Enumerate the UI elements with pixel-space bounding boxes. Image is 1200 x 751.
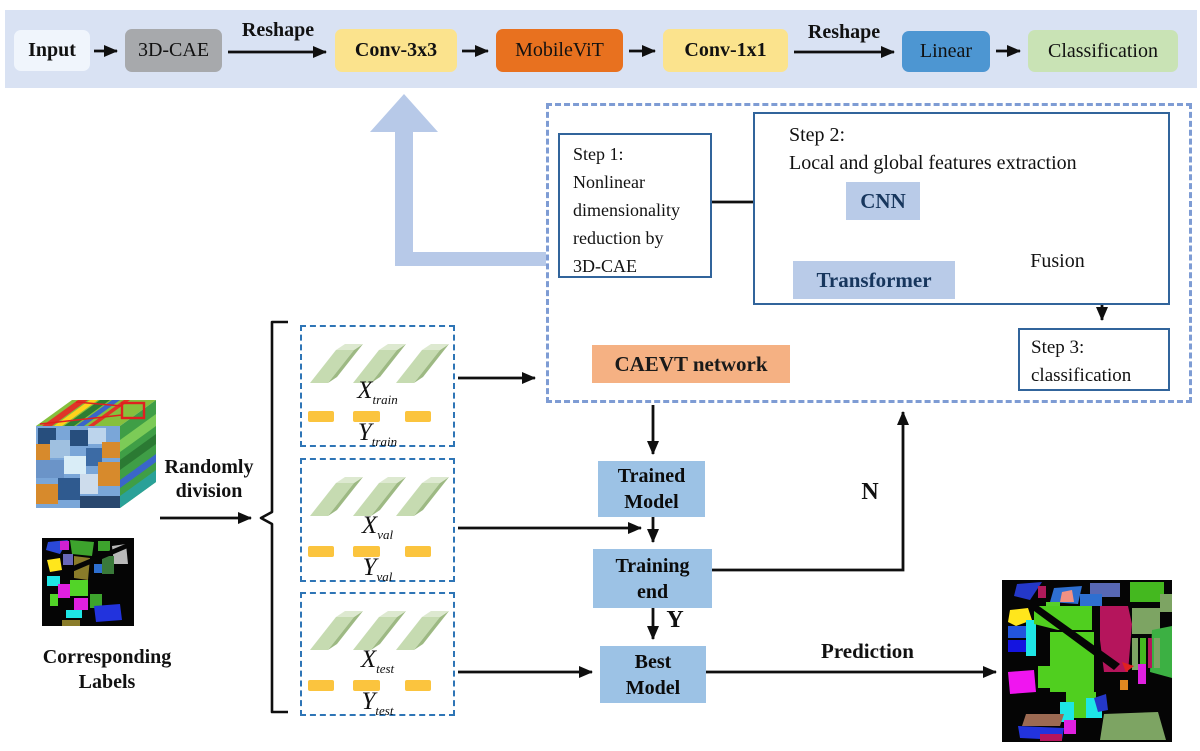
node-input-label: Input	[28, 39, 76, 61]
ground-truth-map-image	[42, 538, 134, 626]
y-test-label: Ytest	[302, 688, 453, 719]
x-test-label: Xtest	[302, 646, 453, 677]
cnn-label: CNN	[860, 188, 906, 213]
corresponding-line: Corresponding	[42, 646, 172, 668]
yellow-bar	[308, 680, 334, 691]
randomly-division-label: Randomly division	[145, 455, 273, 503]
step2-title: Step 2:	[789, 124, 846, 146]
trained-model-line: Model	[624, 491, 679, 513]
branch-yes-label: Y	[666, 607, 684, 633]
node-conv3x3-label: Conv-3x3	[354, 39, 438, 61]
x-symbol: X	[361, 512, 378, 539]
yellow-bar	[353, 411, 380, 422]
x-subscript: val	[377, 527, 394, 542]
y-train-label: Ytrain	[302, 419, 453, 450]
training-end-line: Training	[615, 554, 690, 577]
best-model-box: Best Model	[600, 646, 706, 703]
train-bars	[302, 411, 453, 422]
y-subscript: test	[375, 703, 394, 718]
step1-line: dimensionality	[573, 200, 680, 221]
best-model-line: Model	[625, 676, 681, 699]
test-cubes	[310, 611, 449, 650]
step1-box: Step 1: Nonlinear dimensionality reducti…	[558, 133, 712, 278]
yellow-bar	[353, 546, 380, 557]
step3-title: Step 3:	[1031, 337, 1085, 358]
train-cubes	[310, 344, 449, 383]
val-set-box: Xval Yval	[300, 458, 455, 585]
yellow-bar	[405, 680, 431, 691]
node-conv3x3: Conv-3x3	[335, 29, 457, 72]
y-symbol: Y	[357, 419, 372, 446]
test-bars	[302, 680, 453, 691]
cnn-box: CNN	[846, 182, 920, 220]
yellow-bar	[405, 546, 431, 557]
best-model-line: Best	[634, 650, 672, 673]
fusion-label: Fusion	[1030, 250, 1085, 272]
x-subscript: test	[376, 661, 395, 676]
val-cubes	[310, 477, 449, 516]
node-conv1x1-label: Conv-1x1	[684, 39, 767, 61]
y-subscript: train	[371, 434, 398, 449]
y-symbol: Y	[361, 688, 376, 715]
labels-line: Labels	[78, 671, 136, 693]
randomly-line: Randomly	[164, 456, 254, 478]
reshape-label-2: Reshape	[807, 21, 881, 43]
x-symbol: X	[360, 646, 377, 673]
big-feed-arrow	[370, 94, 546, 266]
node-classification: Classification	[1028, 30, 1178, 72]
transformer-label: Transformer	[816, 267, 932, 292]
training-end-line: end	[636, 580, 669, 603]
node-linear: Linear	[902, 31, 990, 72]
caevt-network-label: CAEVT network	[614, 351, 768, 376]
train-set-box: Xtrain Ytrain	[300, 325, 455, 450]
step1-line: reduction by	[573, 228, 664, 249]
division-line: division	[175, 480, 243, 502]
node-conv1x1: Conv-1x1	[663, 29, 788, 72]
node-3dcae-label: 3D-CAE	[137, 39, 210, 61]
y-symbol: Y	[362, 554, 377, 581]
reshape-label-1: Reshape	[241, 19, 315, 41]
corresponding-labels-label: Corresponding Labels	[28, 645, 186, 695]
node-classification-label: Classification	[1048, 39, 1158, 62]
yellow-bar	[353, 680, 380, 691]
y-val-label: Yval	[302, 554, 453, 585]
test-set-box: Xtest Ytest	[300, 592, 455, 719]
trained-model-line: Trained	[617, 465, 686, 487]
x-val-label: Xval	[302, 512, 453, 543]
step2-subtitle: Local and global features extraction	[789, 152, 1077, 174]
x-train-label: Xtrain	[302, 377, 453, 408]
caevt-dashed-box	[546, 103, 1192, 403]
node-input: Input	[14, 30, 90, 71]
yellow-bar	[308, 546, 334, 557]
hyperspectral-cube-image	[36, 400, 156, 508]
x-symbol: X	[357, 377, 373, 404]
x-subscript: train	[372, 392, 398, 407]
yellow-bar	[308, 411, 334, 422]
step3-subtitle: classification	[1031, 364, 1132, 386]
trained-model-box: Trained Model	[598, 461, 705, 517]
branch-no-label: N	[861, 479, 879, 505]
node-3dcae: 3D-CAE	[125, 29, 222, 72]
transformer-box: Transformer	[793, 261, 955, 299]
node-mobilevit-label: MobileViT	[515, 39, 604, 61]
y-subscript: val	[376, 569, 393, 584]
step1-line: Nonlinear	[573, 172, 645, 193]
yellow-bar	[405, 411, 431, 422]
node-mobilevit: MobileViT	[496, 29, 623, 72]
split-bracket	[259, 320, 288, 714]
prediction-map-image	[1002, 580, 1172, 742]
training-end-box: Training end	[593, 549, 712, 608]
step1-line: 3D-CAE	[573, 256, 637, 277]
prediction-label: Prediction	[821, 639, 914, 663]
node-linear-label: Linear	[919, 40, 973, 62]
caevt-network-box: CAEVT network	[592, 345, 790, 383]
val-bars	[302, 546, 453, 557]
step3-box: Step 3: classification	[1018, 328, 1170, 391]
step1-line: Step 1:	[573, 144, 624, 164]
